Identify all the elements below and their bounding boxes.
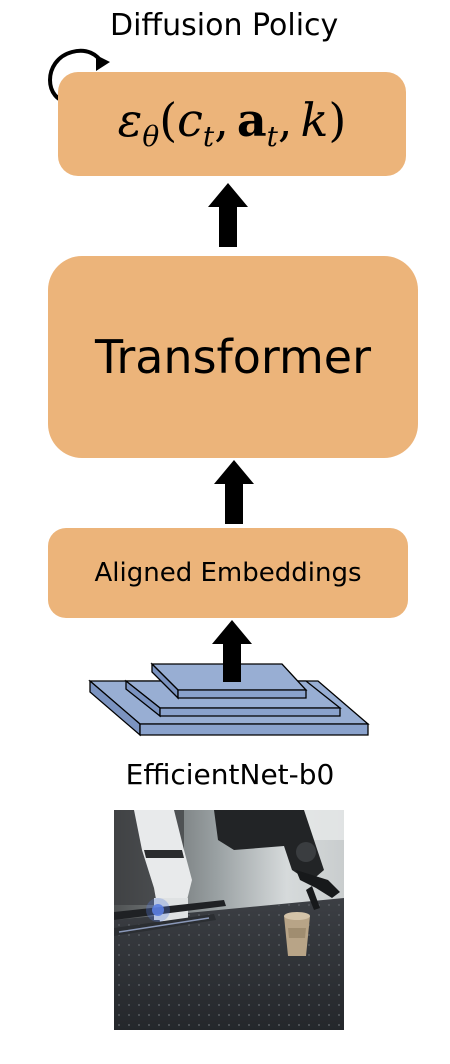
formula-theta: θ	[142, 120, 160, 154]
formula-epsilon: ε	[117, 92, 143, 147]
formula-comma2: ,	[277, 92, 293, 147]
formula-close-paren: )	[328, 92, 347, 147]
formula-c: c	[177, 92, 203, 147]
efficientnet-label: EfficientNet-b0	[125, 758, 335, 791]
robot-camera-image	[114, 810, 344, 1030]
up-arrow-icon	[212, 620, 252, 682]
up-arrow-icon	[214, 460, 254, 524]
formula-k: k	[300, 92, 329, 147]
transformer-box: Transformer	[48, 256, 418, 458]
loop-arrow-icon	[40, 38, 110, 108]
efficientnet-layers	[86, 660, 376, 740]
formula: εθ(ct,at,k)	[118, 97, 347, 151]
transformer-label: Transformer	[94, 330, 372, 384]
formula-a: a	[236, 92, 267, 147]
formula-open-paren: (	[159, 92, 178, 147]
diffusion-policy-title: Diffusion Policy	[110, 8, 339, 43]
aligned-embeddings-box: Aligned Embeddings	[48, 528, 408, 618]
aligned-embeddings-label: Aligned Embeddings	[94, 558, 362, 588]
up-arrow-icon	[208, 183, 248, 247]
formula-t2: t	[266, 120, 278, 154]
diffusion-policy-box: εθ(ct,at,k)	[58, 72, 406, 176]
formula-t1: t	[202, 120, 215, 154]
formula-comma1: ,	[214, 92, 229, 147]
